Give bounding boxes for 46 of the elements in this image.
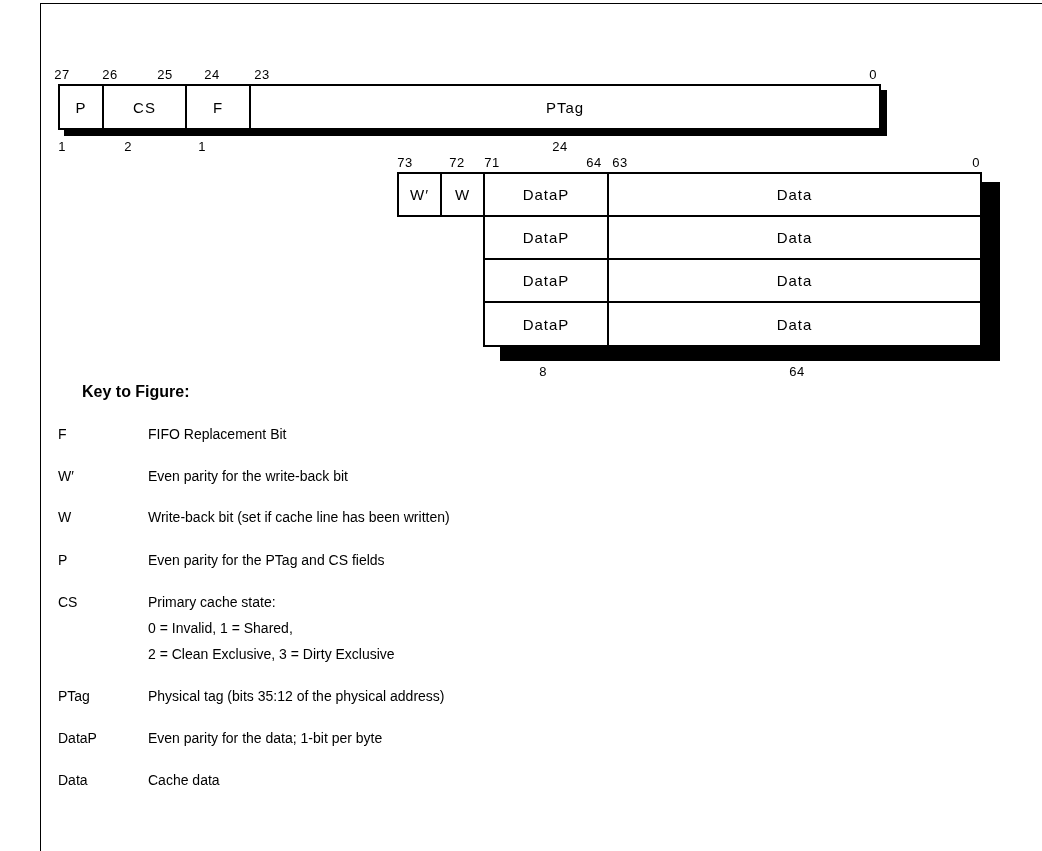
bit-number: 25 — [157, 68, 173, 82]
field-width: 24 — [552, 140, 568, 154]
key-heading: Key to Figure: — [82, 384, 190, 400]
field-width: 1 — [198, 140, 206, 154]
bit-number: 64 — [586, 156, 602, 170]
bit-number: 63 — [612, 156, 628, 170]
key-term: W′ — [58, 468, 74, 484]
bit-field: PTag — [249, 84, 881, 130]
key-term: W — [58, 509, 72, 525]
key-description: Even parity for the data; 1-bit per byte — [148, 730, 383, 746]
key-description: Primary cache state: — [148, 594, 276, 610]
key-term: F — [58, 426, 67, 442]
bit-field: DataP — [483, 301, 609, 347]
key-description: Cache data — [148, 772, 220, 788]
bit-number: 0 — [869, 68, 877, 82]
field-width: 2 — [124, 140, 132, 154]
bit-field: Data — [607, 301, 982, 347]
bit-field: F — [185, 84, 251, 130]
key-description: Even parity for the PTag and CS fields — [148, 552, 385, 568]
key-term: DataP — [58, 730, 97, 746]
bit-number: 0 — [972, 156, 980, 170]
key-description: Physical tag (bits 35:12 of the physical address) — [148, 688, 445, 704]
bit-number: 72 — [449, 156, 465, 170]
bit-number: 73 — [397, 156, 413, 170]
bit-number: 23 — [254, 68, 270, 82]
bit-field: Data — [607, 172, 982, 217]
key-description: FIFO Replacement Bit — [148, 426, 287, 442]
key-description: Even parity for the write-back bit — [148, 468, 348, 484]
field-width: 8 — [539, 365, 547, 379]
field-width: 64 — [789, 365, 805, 379]
bit-number: 24 — [204, 68, 220, 82]
bit-field: CS — [102, 84, 187, 130]
field-width: 1 — [58, 140, 66, 154]
bit-number: 26 — [102, 68, 118, 82]
bit-field: W — [440, 172, 485, 217]
key-term: PTag — [58, 688, 90, 704]
key-description: 2 = Clean Exclusive, 3 = Dirty Exclusive — [148, 646, 395, 662]
key-description: Write-back bit (set if cache line has been written) — [148, 509, 450, 525]
key-term: CS — [58, 594, 78, 610]
bit-field: W′ — [397, 172, 442, 217]
key-term: Data — [58, 772, 88, 788]
key-term: P — [58, 552, 68, 568]
bit-field: P — [58, 84, 104, 130]
bit-number: 27 — [54, 68, 70, 82]
bit-number: 71 — [484, 156, 500, 170]
key-description: 0 = Invalid, 1 = Shared, — [148, 620, 293, 636]
